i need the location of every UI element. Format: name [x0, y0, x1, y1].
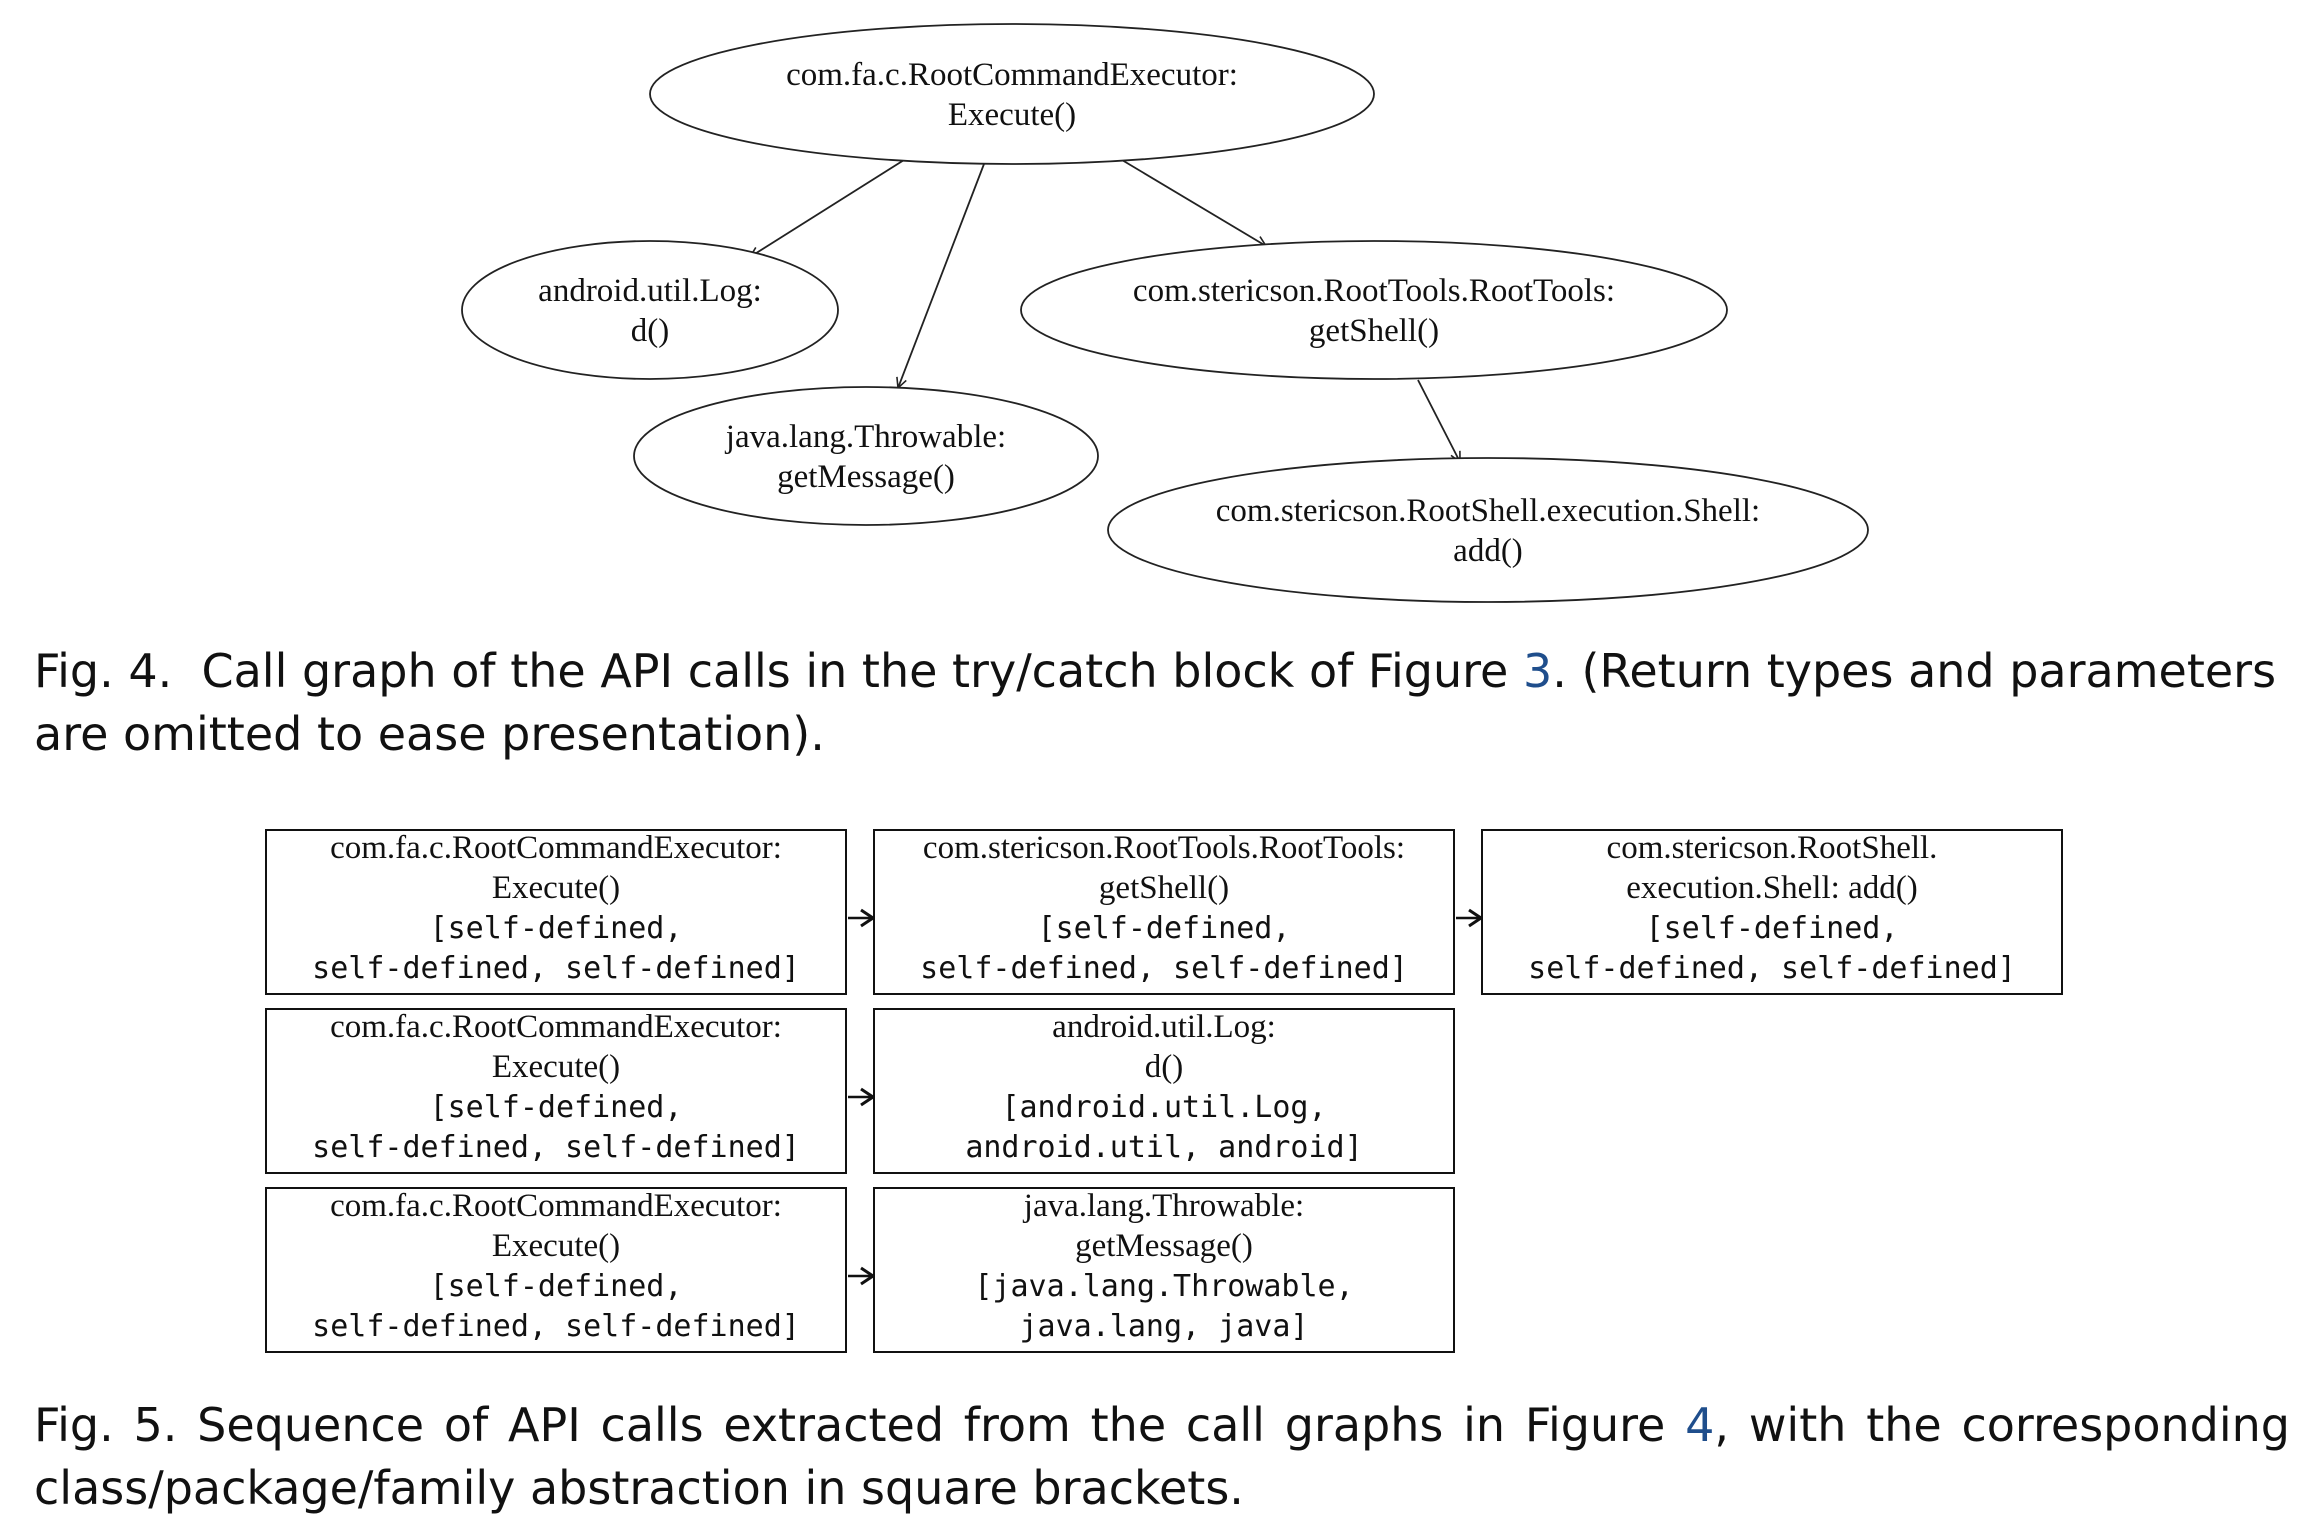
edge-root-to-throwable — [898, 163, 985, 388]
node-label-line: com.stericson.RootShell.execution.Shell: — [1216, 493, 1760, 529]
sequence-boxes: com.fa.c.RootCommandExecutor: Execute() [s… — [265, 829, 2063, 1353]
api-call-line: execution.Shell: add() — [1626, 870, 1917, 906]
api-call-line: android.util.Log: — [1052, 1009, 1276, 1045]
node-ellipse — [1020, 240, 1728, 380]
edge-root-to-log — [750, 159, 905, 257]
api-call-line: com.fa.c.RootCommandExecutor: — [330, 830, 782, 866]
api-call-line: com.fa.c.RootCommandExecutor: — [330, 1009, 782, 1045]
box-frame — [265, 1008, 847, 1174]
call-graph-nodes: com.fa.c.RootCommandExecutor: Execute() an… — [461, 23, 1869, 603]
abstraction-line: self-defined, self-defined] — [312, 1309, 800, 1344]
call-graph-node-log: android.util.Log: d() — [461, 240, 839, 380]
abstraction-line: [self-defined, — [1038, 911, 1291, 946]
node-ellipse — [649, 23, 1375, 165]
api-call-line: Execute() — [492, 1228, 620, 1264]
box-frame — [1481, 829, 2063, 995]
api-call-line: getMessage() — [1075, 1228, 1253, 1264]
call-graph-edges — [750, 159, 1460, 462]
figure-4-caption-tail: . (Return types and parameters are omitt… — [34, 644, 2277, 761]
sequence-box-s3b: java.lang.Throwable: getMessage() [java.la… — [873, 1187, 1455, 1353]
figure-4-caption: Fig. 4. Call graph of the API calls in t… — [34, 640, 2290, 766]
call-graph-node-throwable: java.lang.Throwable: getMessage() — [633, 386, 1099, 526]
call-graph-node-root: com.fa.c.RootCommandExecutor: Execute() — [649, 23, 1375, 165]
box-frame — [873, 1187, 1455, 1353]
box-frame — [265, 829, 847, 995]
abstraction-line: self-defined, self-defined] — [920, 951, 1408, 986]
abstraction-line: self-defined, self-defined] — [312, 951, 800, 986]
sequence-box-s2a: com.fa.c.RootCommandExecutor: Execute() [s… — [265, 1008, 847, 1174]
abstraction-line: [java.lang.Throwable, — [974, 1269, 1353, 1304]
figure-5-caption: Fig. 5. Sequence of API calls extracted … — [34, 1394, 2290, 1520]
node-label-line: Execute() — [948, 97, 1076, 133]
api-call-line: com.fa.c.RootCommandExecutor: — [330, 1188, 782, 1224]
call-graph-node-shell: com.stericson.RootShell.execution.Shell:… — [1107, 457, 1869, 603]
node-ellipse — [1107, 457, 1869, 603]
sequence-box-s1b: com.stericson.RootTools.RootTools: getShe… — [873, 829, 1455, 995]
box-frame — [873, 829, 1455, 995]
abstraction-line: java.lang, java] — [1020, 1309, 1309, 1344]
sequence-box-s3a: com.fa.c.RootCommandExecutor: Execute() [s… — [265, 1187, 847, 1353]
abstraction-line: android.util, android] — [965, 1130, 1362, 1165]
figure-5-caption-text: Fig. 5. Sequence of API calls extracted … — [34, 1398, 1666, 1452]
figure-3-reference-link[interactable]: 3 — [1522, 644, 1553, 698]
sequence-box-s1a: com.fa.c.RootCommandExecutor: Execute() [s… — [265, 829, 847, 995]
node-label-line: com.fa.c.RootCommandExecutor: — [786, 57, 1238, 93]
figure-4-reference-link[interactable]: 4 — [1685, 1398, 1715, 1452]
node-label-line: java.lang.Throwable: — [725, 419, 1006, 455]
edge-roottools-to-shell — [1417, 379, 1460, 462]
figure-4-caption-text: Call graph of the API calls in the try/c… — [201, 644, 1509, 698]
sequence-box-s2b: android.util.Log: d() [android.util.Log, an… — [873, 1008, 1455, 1174]
api-call-line: java.lang.Throwable: — [1023, 1188, 1304, 1224]
figure-5-caption-text-tail: , with the corresponding — [1714, 1398, 2291, 1452]
api-call-line: Execute() — [492, 1049, 620, 1085]
api-call-line: Execute() — [492, 870, 620, 906]
node-label-line: com.stericson.RootTools.RootTools: — [1133, 273, 1615, 309]
abstraction-line: self-defined, self-defined] — [1528, 951, 2016, 986]
abstraction-line: [android.util.Log, — [1001, 1090, 1326, 1125]
api-call-line: getShell() — [1099, 870, 1229, 906]
node-ellipse — [461, 240, 839, 380]
abstraction-line: [self-defined, — [430, 1269, 683, 1304]
abstraction-line: [self-defined, — [430, 911, 683, 946]
node-label-line: getMessage() — [777, 459, 955, 495]
node-label-line: d() — [631, 313, 669, 349]
figure-4-label: Fig. 4. — [34, 644, 173, 698]
api-call-line: d() — [1145, 1049, 1183, 1085]
abstraction-line: [self-defined, — [430, 1090, 683, 1125]
call-graph-node-roottools: com.stericson.RootTools.RootTools: getShe… — [1020, 240, 1728, 380]
abstraction-line: self-defined, self-defined] — [312, 1130, 800, 1165]
abstraction-line: [self-defined, — [1646, 911, 1899, 946]
sequence-box-s1c: com.stericson.RootShell. execution.Shell:… — [1481, 829, 2063, 995]
figure-5-caption-line1: Fig. 5. Sequence of API calls extracted … — [34, 1394, 2290, 1457]
node-label-line: getShell() — [1309, 313, 1439, 349]
api-call-line: com.stericson.RootShell. — [1607, 830, 1938, 866]
edge-root-to-roottools — [1121, 159, 1266, 246]
node-label-line: add() — [1453, 533, 1523, 569]
box-frame — [265, 1187, 847, 1353]
figure-5-caption-line2: class/package/family abstraction in squa… — [34, 1461, 1244, 1515]
node-ellipse — [633, 386, 1099, 526]
api-call-line: com.stericson.RootTools.RootTools: — [923, 830, 1405, 866]
node-label-line: android.util.Log: — [538, 273, 762, 309]
